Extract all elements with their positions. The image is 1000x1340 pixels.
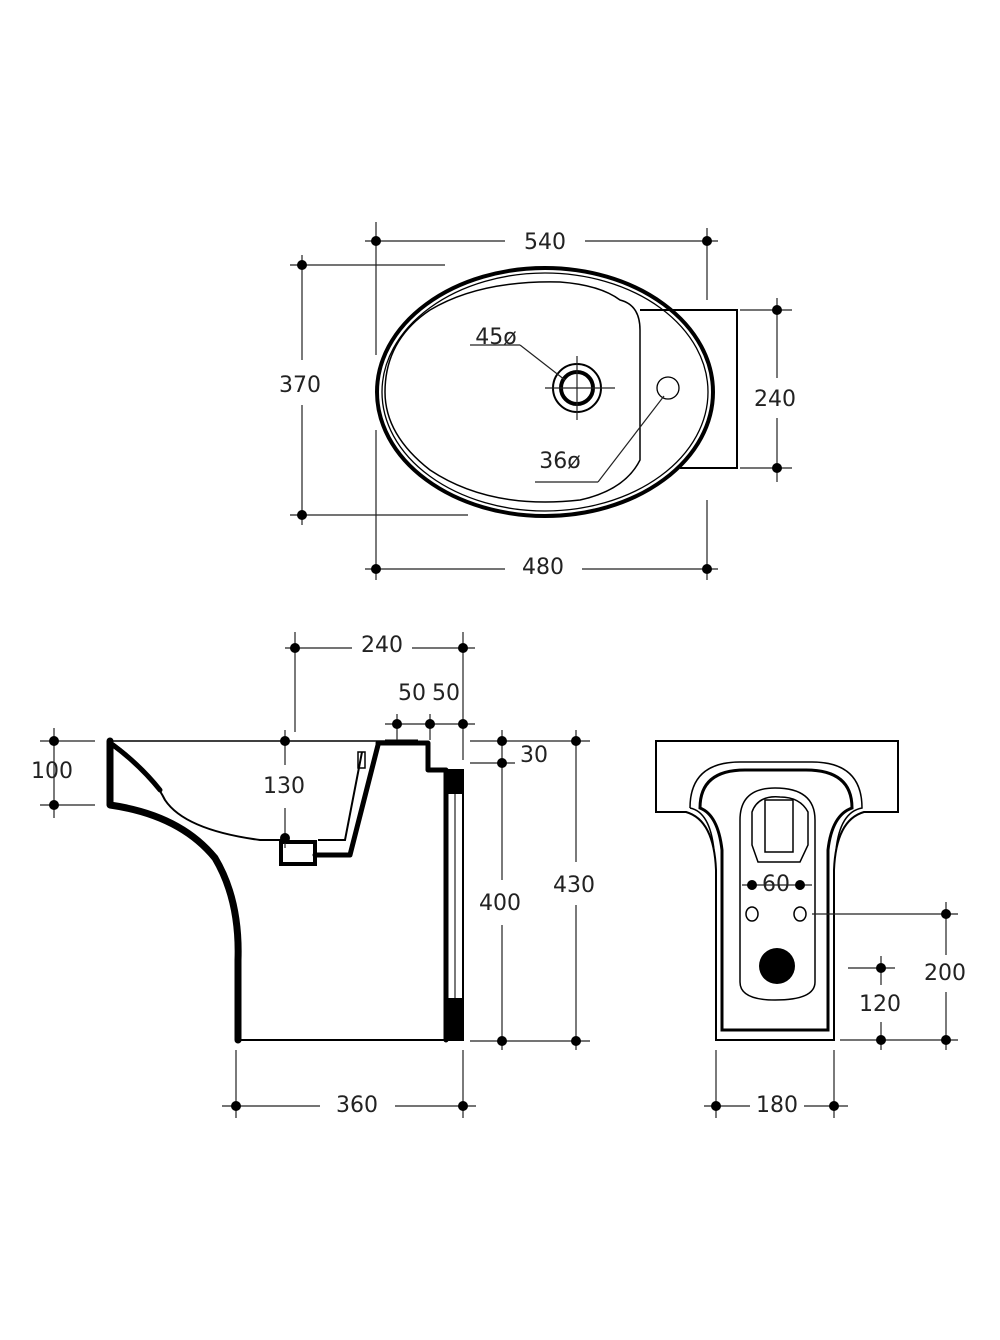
dim-60-label: 60 xyxy=(762,872,790,897)
dim-480-dot-r xyxy=(702,564,712,574)
drain-block xyxy=(279,840,317,866)
dim-50-b-label: 50 xyxy=(432,681,460,706)
dim-240-dot-b xyxy=(772,463,782,473)
dim-130-label: 130 xyxy=(263,774,305,799)
dim-540-dot-r xyxy=(702,236,712,246)
dim-120-dot-t xyxy=(876,963,886,973)
dim-130-dot-t xyxy=(280,736,290,746)
dim-360-dot-l xyxy=(231,1101,241,1111)
dim-180-dot-r xyxy=(829,1101,839,1111)
dim-240-dot-t xyxy=(772,305,782,315)
tap-hole-label: 45ø xyxy=(475,325,516,350)
fixing-hole-right-icon xyxy=(793,906,807,922)
basin-bowl xyxy=(384,281,641,503)
dim-60-dot-r xyxy=(795,880,805,890)
dim-100-dot-t xyxy=(49,736,59,746)
waste-outlet-icon xyxy=(759,948,795,984)
inner-panel xyxy=(739,787,816,1001)
dim-50-a-label: 50 xyxy=(398,681,426,706)
dim-480-dot-l xyxy=(371,564,381,574)
dim-180-label: 180 xyxy=(756,1093,798,1118)
dim-200-dot-t xyxy=(941,909,951,919)
recess-outer-top xyxy=(689,761,863,851)
side-view: 240 50 50 100 130 30 400 xyxy=(31,632,595,1118)
trap-block xyxy=(751,796,809,863)
back-wall-bottom-band xyxy=(446,998,463,1040)
dim-120-dot-b xyxy=(876,1035,886,1045)
dim-50-dot-a xyxy=(392,719,402,729)
dim-360-label: 360 xyxy=(336,1093,378,1118)
bowl-lip xyxy=(110,742,163,793)
dim-540-dot-l xyxy=(371,236,381,246)
front-view: 60 200 120 180 xyxy=(655,740,966,1118)
bowl-inner-line xyxy=(109,740,285,841)
dim-50-dot-c xyxy=(458,719,468,729)
overflow-slot xyxy=(357,751,366,769)
dim-400-label: 400 xyxy=(479,891,521,916)
recess-inner xyxy=(698,768,854,1032)
dim-480-label: 480 xyxy=(522,555,564,580)
leader-36 xyxy=(597,395,665,483)
dim-120-label: 120 xyxy=(859,992,901,1017)
deck-outline xyxy=(640,309,738,469)
overflow-hole-label: 36ø xyxy=(539,449,580,474)
dim-430-label: 430 xyxy=(553,873,595,898)
back-bowl-inner xyxy=(318,751,363,841)
dim-180-dot-l xyxy=(711,1101,721,1111)
overflow-hole-icon xyxy=(656,376,680,400)
dim-30-dot-t xyxy=(497,736,507,746)
dim-30-label: 30 xyxy=(520,743,548,768)
dim-540-label: 540 xyxy=(524,230,566,255)
deck-profile xyxy=(375,740,449,1043)
dim-430-dot-t xyxy=(571,736,581,746)
top-view: 45ø 36ø 540 370 240 480 xyxy=(279,222,796,580)
basin-rim-outer xyxy=(375,266,715,518)
dim-50-dot-b xyxy=(425,719,435,729)
dim-400-dot-b xyxy=(497,1036,507,1046)
basin-rim-inner xyxy=(381,272,709,512)
recess-outer-left xyxy=(689,807,715,851)
dim-370-dot-b xyxy=(297,510,307,520)
dim-370-label: 370 xyxy=(279,373,321,398)
dim-100-dot-b xyxy=(49,800,59,810)
back-wall-top-band xyxy=(446,770,463,794)
dim-430-dot-b xyxy=(571,1036,581,1046)
fixing-hole-left-icon xyxy=(745,906,759,922)
leader-45 xyxy=(519,344,566,381)
dim-100-label: 100 xyxy=(31,759,73,784)
front-profile xyxy=(106,737,242,1044)
dim-370-dot-t xyxy=(297,260,307,270)
dim-130-dot-b xyxy=(280,833,290,843)
dim-s240-dot-r xyxy=(458,643,468,653)
dim-s240-label: 240 xyxy=(361,633,403,658)
trap-pipe xyxy=(764,799,794,853)
dim-60-dot-l xyxy=(747,880,757,890)
dim-200-dot-b xyxy=(941,1035,951,1045)
dim-240-label: 240 xyxy=(754,387,796,412)
pedestal-outline xyxy=(655,740,899,1041)
back-bowl-wall xyxy=(312,742,381,858)
dim-360-dot-r xyxy=(458,1101,468,1111)
dim-30-dot-b xyxy=(497,758,507,768)
dim-s240-dot-l xyxy=(290,643,300,653)
dim-200-label: 200 xyxy=(924,961,966,986)
